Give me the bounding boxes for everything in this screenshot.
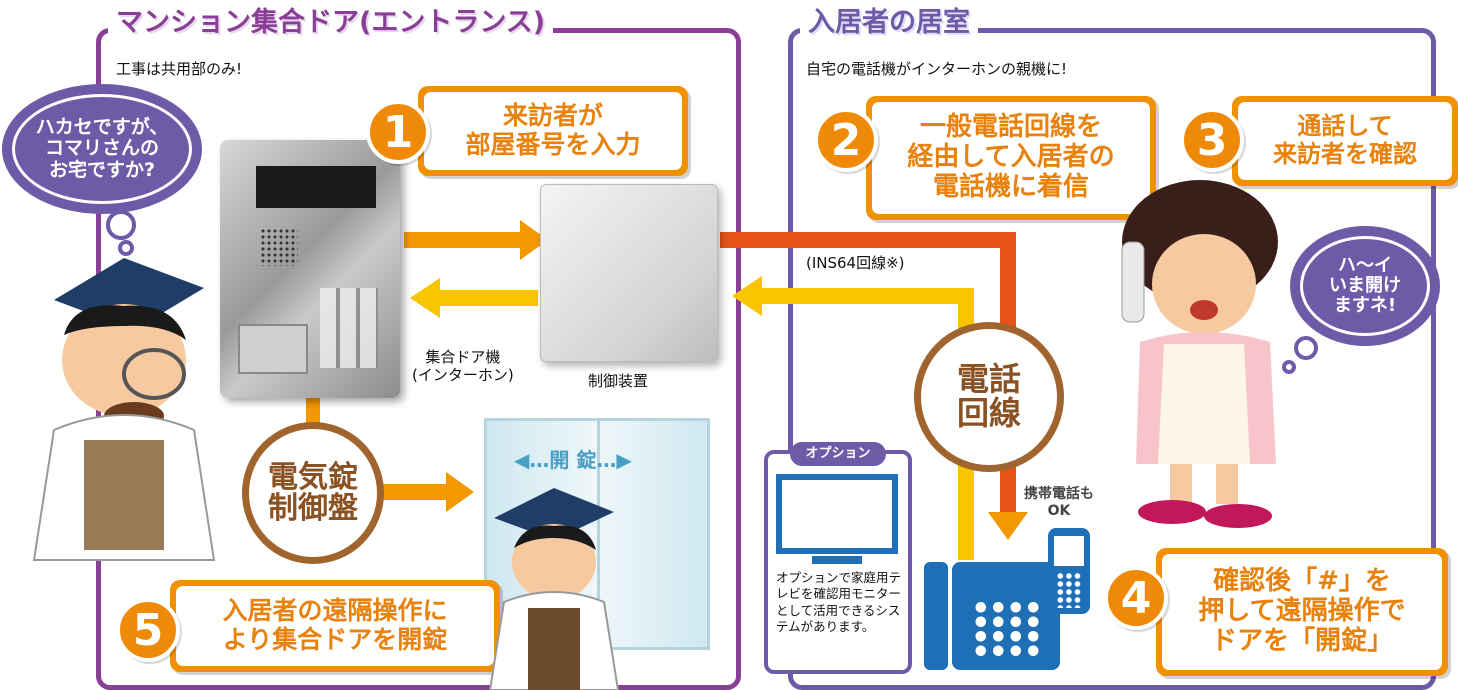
resident-bubble-dot-large [1294, 336, 1318, 360]
step-5-text-line2: より集合ドアを開錠 [222, 625, 448, 654]
step-5-callout: 入居者の遠隔操作により集合ドアを開錠 [170, 580, 500, 672]
option-badge: オプション [790, 442, 886, 466]
home-phone-handset [924, 562, 948, 670]
lock-control-panel-line2: 制御盤 [268, 491, 358, 526]
step-3-text-line2: 来訪者を確認 [1273, 140, 1417, 168]
intercom-display [256, 166, 376, 208]
step-1-text-line2: 部屋番号を入力 [465, 130, 641, 159]
mobile-ok-label-line2: OK [1047, 502, 1071, 519]
step-2-text-line1: 一般電話回線を [919, 112, 1102, 143]
mobile-ok-label-line1: 携帯電話も [1024, 486, 1094, 502]
step-3-callout: 通話して来訪者を確認 [1232, 96, 1458, 186]
step-2-number: 2 [814, 108, 878, 172]
visitor-professor-illustration [32, 258, 216, 561]
control-unit [540, 184, 718, 362]
step-3-text-line1: 通話して [1297, 112, 1393, 141]
arrow-control-to-phone-head [988, 512, 1028, 540]
lock-control-panel-line1: 電気錠 [268, 459, 358, 495]
resident-bubble-line2: いま開け [1329, 274, 1401, 296]
step-5-text-line1: 入居者の遠隔操作に [222, 596, 448, 626]
visitor-bubble-line2: コマリさんの [44, 137, 159, 160]
intercom-label-line1: 集合ドア機 [425, 348, 501, 366]
resident-room-panel-title: 入居者の居室 [800, 6, 978, 40]
intercom-label-line2: (インターホン) [412, 366, 514, 384]
visitor-bubble-dot-large [106, 210, 136, 240]
intercom-keypad [320, 288, 378, 368]
step-1-text-line1: 来訪者が [502, 101, 603, 131]
visitor-speech-bubble: ハカセですが、コマリさんのお宅ですか? [2, 84, 202, 214]
step-4-number: 4 [1104, 566, 1168, 630]
step-1-number: 1 [366, 100, 430, 164]
line-type-label: (INS64回線※) [806, 254, 905, 272]
phone-line-circle: 電話回線 [914, 322, 1064, 472]
phone-line-circle-line1: 電話 [956, 360, 1021, 399]
entrance-intercom [220, 140, 400, 398]
arrow-control-to-intercom [438, 290, 538, 306]
tv-monitor-icon [776, 474, 898, 554]
resident-bubble-inner-ring [1300, 236, 1430, 336]
step-4-text-line1: 確認後「#」を [1213, 566, 1391, 597]
tv-stand [812, 556, 862, 564]
option-description: オプションで家庭用テレビを確認用モニターとして活用できるシステムがあります。 [776, 570, 902, 634]
visitor-bubble-line1: ハカセですが、 [35, 116, 169, 139]
arrow-phone-to-control [760, 288, 974, 560]
step-1-callout: 来訪者が部屋番号を入力 [418, 86, 688, 176]
step-4-text-line3: ドアを「開錠」 [1210, 625, 1393, 656]
step-2-callout: 一般電話回線を経由して入居者の電話機に着信 [866, 96, 1156, 220]
home-phone-keypad [972, 600, 1042, 658]
step-5-number: 5 [116, 598, 180, 662]
arrow-phone-to-control-head [732, 276, 762, 316]
step-4-text-line2: 押して遠隔操作で [1198, 596, 1406, 627]
step-2-text-line3: 電話機に着信 [932, 171, 1089, 202]
mobile-keypad [1056, 572, 1082, 608]
visitor-bubble-inner-ring [12, 94, 192, 204]
resident-speech-bubble: ハ〜イいま開けますネ! [1290, 226, 1440, 346]
arrow-lock-panel-to-door [376, 484, 448, 500]
step-4-callout: 確認後「#」を押して遠隔操作でドアを「開錠」 [1156, 548, 1448, 676]
entrance-panel-title: マンション集合ドア(エントランス) [108, 6, 554, 40]
arrow-intercom-to-control [404, 232, 522, 248]
professor-at-door-illustration [488, 488, 620, 690]
lock-control-panel: 電気錠制御盤 [242, 422, 384, 564]
entrance-subtitle: 工事は共用部のみ! [116, 60, 243, 78]
mobile-ok-label: 携帯電話も OK [1024, 486, 1094, 520]
mobile-screen [1054, 536, 1084, 566]
connector-intercom-to-lock-panel [306, 398, 320, 424]
intercom-card-reader [238, 324, 308, 374]
arrow-control-to-intercom-head [410, 278, 440, 318]
step-2-text-line2: 経由して入居者の [907, 142, 1115, 173]
visitor-bubble-line3: お宅ですか? [48, 158, 156, 181]
resident-bubble-dot-small [1282, 360, 1296, 374]
phone-line-circle-line2: 回線 [956, 394, 1021, 432]
resident-room-subtitle: 自宅の電話機がインターホンの親機に! [806, 60, 1068, 78]
arrow-lock-panel-to-door-head [446, 472, 474, 512]
step-3-number: 3 [1180, 108, 1244, 172]
resident-bubble-line1: ハ〜イ [1338, 254, 1392, 276]
resident-bubble-line3: ますネ! [1333, 295, 1397, 317]
intercom-label: 集合ドア機 (インターホン) [412, 348, 514, 384]
mobile-phone-icon [1048, 528, 1090, 614]
resident-woman-illustration [1121, 180, 1278, 528]
arrow-intercom-to-control-head [520, 220, 548, 260]
visitor-bubble-dot-small [118, 240, 134, 256]
intercom-speaker [260, 228, 298, 266]
control-unit-label: 制御装置 [588, 372, 649, 390]
unlock-label: ◀…開 錠…▶ [514, 448, 632, 472]
door-split [597, 421, 600, 647]
